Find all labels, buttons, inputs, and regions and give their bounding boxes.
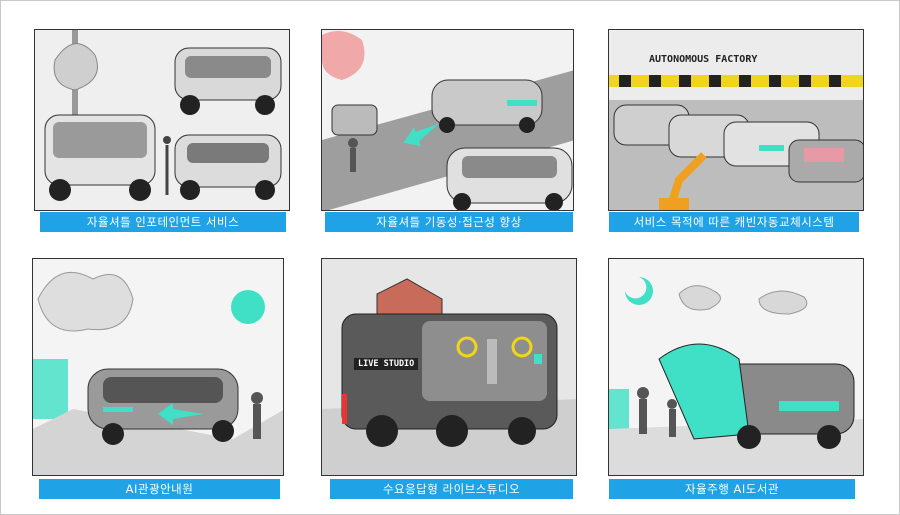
tour-guide-sketch bbox=[33, 259, 283, 475]
caption-live-studio: 수요응답형 라이브스튜디오 bbox=[330, 479, 573, 499]
factory-sketch bbox=[609, 30, 863, 210]
shuttle-sketch bbox=[35, 30, 289, 210]
caption-mobility-accessibility: 자율셔틀 기동성·접근성 향상 bbox=[325, 212, 573, 232]
ai-library-sketch bbox=[609, 259, 863, 475]
caption-infotainment-service: 자율셔틀 인포테인먼트 서비스 bbox=[40, 212, 286, 232]
illustration-ai-library bbox=[608, 258, 864, 476]
caption-ai-tour-guide: AI관광안내원 bbox=[39, 479, 280, 499]
street-sketch bbox=[322, 30, 573, 210]
illustration-cabin-swap-factory: AUTONOMOUS FACTORY bbox=[608, 29, 864, 211]
illustration-infotainment-shuttle bbox=[34, 29, 290, 211]
illustration-live-studio: LIVE STUDIO bbox=[321, 258, 577, 476]
caption-cabin-swap-system: 서비스 목적에 따른 캐빈자동교체시스템 bbox=[609, 212, 859, 232]
caption-ai-library: 자율주행 AI도서관 bbox=[609, 479, 855, 499]
live-studio-sign: LIVE STUDIO bbox=[354, 358, 419, 370]
illustration-mobility-accessibility bbox=[321, 29, 574, 211]
factory-sign: AUTONOMOUS FACTORY bbox=[649, 54, 758, 65]
illustration-ai-tour-guide bbox=[32, 258, 284, 476]
